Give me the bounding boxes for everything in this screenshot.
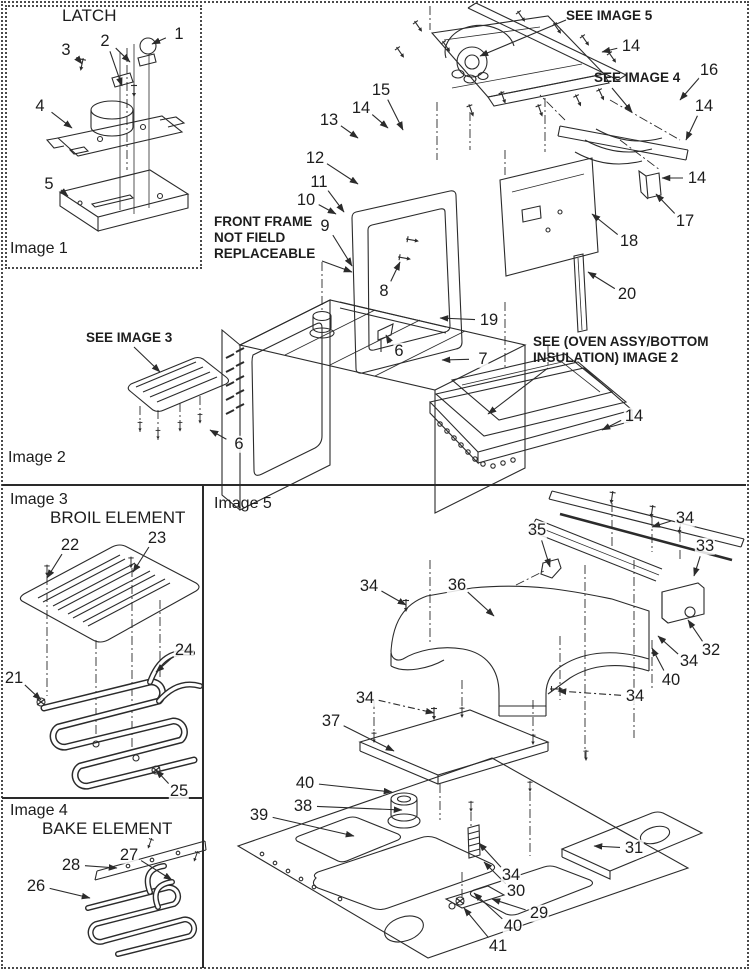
image3-title: BROIL ELEMENT	[50, 508, 186, 527]
note-see-image3: SEE IMAGE 3	[86, 330, 173, 345]
broil-element-drawing	[19, 544, 203, 790]
bottom-insulation-drawing	[428, 302, 634, 469]
image5-label: Image 5	[214, 495, 272, 512]
image4-label: Image 4	[10, 802, 68, 819]
bake-element-drawing	[85, 836, 207, 957]
small-broil-drawing	[127, 356, 230, 441]
image1-label: Image 1	[10, 240, 68, 257]
note-front-frame-3: REPLACEABLE	[214, 246, 316, 261]
note-leaders	[133, 19, 633, 415]
note-see-image5: SEE IMAGE 5	[566, 8, 653, 23]
back-panels-drawing	[499, 139, 662, 333]
front-frame-drawing	[351, 190, 463, 374]
image3-label: Image 3	[10, 491, 68, 508]
image5-drawing	[236, 490, 745, 959]
latch-drawing	[45, 37, 190, 233]
top-blower-assembly-drawing	[393, 2, 627, 160]
image1-title: LATCH	[62, 6, 117, 25]
image4-title: BAKE ELEMENT	[42, 819, 173, 838]
divider-vertical	[202, 484, 204, 968]
note-oven-assy-1: SEE (OVEN ASSY/BOTTOM	[533, 334, 709, 349]
image1-box	[5, 5, 202, 269]
divider-horizontal	[2, 484, 746, 486]
image2-label: Image 2	[8, 449, 66, 466]
divider-image3-image4	[2, 797, 203, 799]
note-front-frame-2: NOT FIELD	[214, 230, 286, 245]
note-see-image4: SEE IMAGE 4	[594, 70, 681, 85]
oven-cavity-drawing	[221, 262, 527, 514]
note-front-frame-1: FRONT FRAME	[214, 214, 313, 229]
see-image4-rack-drawing	[539, 86, 689, 165]
callout-leader-lines	[24, 37, 703, 939]
note-oven-assy-2: INSULATION) IMAGE 2	[533, 350, 679, 365]
